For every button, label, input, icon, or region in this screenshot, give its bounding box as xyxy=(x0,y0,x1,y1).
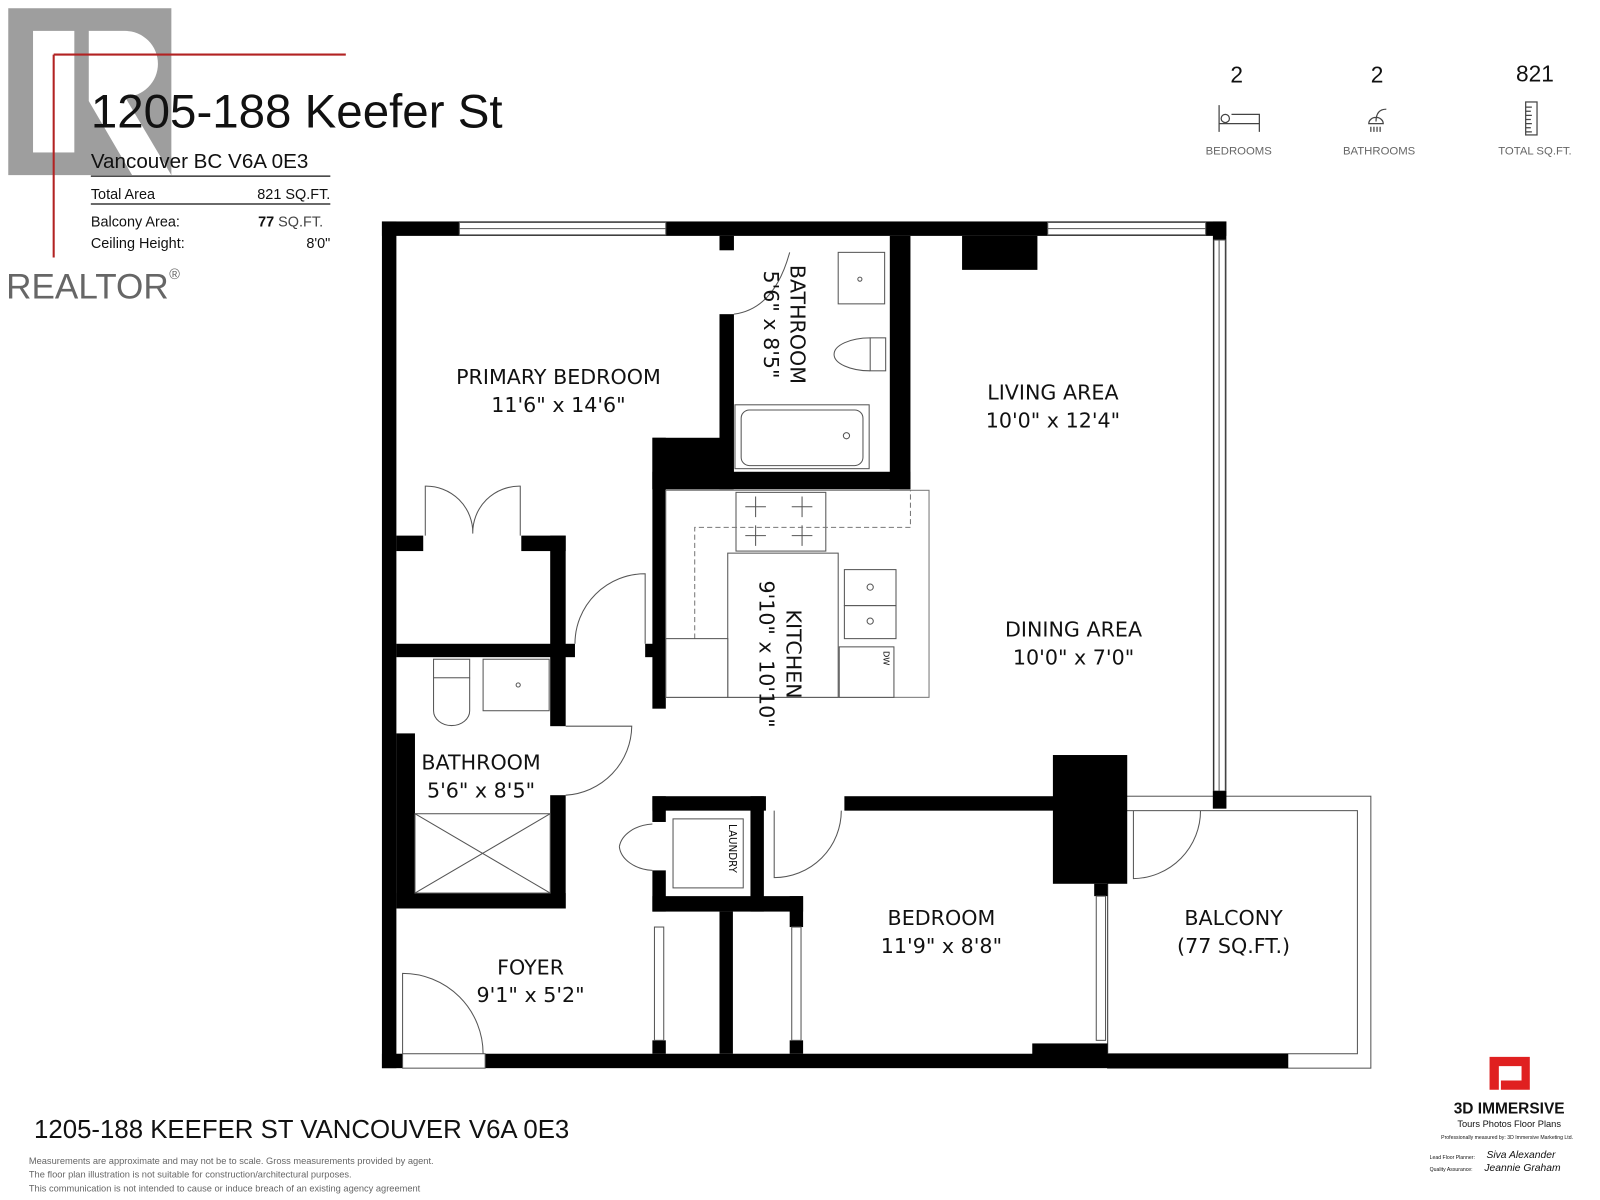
room-name-kitchen: KITCHEN xyxy=(782,609,806,698)
washer-dryer xyxy=(672,818,744,889)
balcony-area-label: Balcony Area: xyxy=(91,215,180,231)
dishwasher xyxy=(838,646,895,698)
balcony-outline xyxy=(1107,795,1372,1069)
room-name-ensuite-bathroom: BATHROOM xyxy=(786,265,810,384)
address-subtitle: Vancouver BC V6A 0E3 xyxy=(91,150,309,173)
cooktop xyxy=(735,491,827,552)
room-name-living-area: LIVING AREA xyxy=(987,381,1118,405)
closet-doors xyxy=(424,485,521,536)
bedrooms-label: BEDROOMS xyxy=(1206,146,1273,158)
toilet xyxy=(433,677,471,727)
room-name-bedroom: BEDROOM xyxy=(888,906,996,930)
stat-bedrooms: 2 BEDROOMS xyxy=(1206,61,1273,157)
company-tagline: Tours Photos Floor Plans xyxy=(1457,1119,1561,1129)
room-size-living-area: 10'0" x 12'4" xyxy=(986,408,1120,432)
bathtub xyxy=(734,404,870,470)
room-size-ensuite-bathroom: 5'6" x 8'5" xyxy=(759,270,783,378)
kitchen-island xyxy=(727,552,839,698)
laundry-doors xyxy=(618,823,653,871)
qa-signature: Jeannie Graham xyxy=(1483,1163,1561,1174)
room-size-foyer: 9'1" x 5'2" xyxy=(476,983,584,1007)
disclaimer-line: This communication is not intended to ca… xyxy=(29,1184,421,1194)
company-measured-by: Professionally measured by: 3D Immersive… xyxy=(1441,1135,1573,1141)
dishwasher-label: DW xyxy=(882,651,892,665)
closet-sliding-door xyxy=(653,926,665,1041)
footer-address: 1205-188 KEEFER ST VANCOUVER V6A 0E3 xyxy=(34,1116,569,1144)
balcony-area-value: 77 SQ.FT. xyxy=(258,215,323,231)
bed-icon xyxy=(1218,105,1260,132)
primary-bedroom-door xyxy=(574,573,646,644)
stat-total-sqft: 821 TOTAL SQ.FT. xyxy=(1498,60,1572,157)
total-area-value: 821 SQ.FT. xyxy=(257,187,330,203)
entry-door xyxy=(402,972,484,1054)
room-name-bathroom: BATHROOM xyxy=(421,750,540,774)
company-logo: 3D IMMERSIVE Tours Photos Floor Plans Pr… xyxy=(1430,1056,1573,1174)
room-size-balcony: (77 SQ.FT.) xyxy=(1177,934,1290,958)
room-name-balcony: BALCONY xyxy=(1184,906,1283,930)
lead-floor-planner-label: Lead Floor Planner: xyxy=(1430,1155,1475,1161)
shower-icon xyxy=(1368,108,1387,132)
total-sqft-count: 821 xyxy=(1516,60,1554,86)
room-size-bathroom: 5'6" x 8'5" xyxy=(427,778,535,802)
room-name-dining-area: DINING AREA xyxy=(1005,618,1142,642)
ruler-icon xyxy=(1525,101,1538,136)
bathroom-door xyxy=(565,725,633,796)
realtor-registered-mark: ® xyxy=(169,267,180,283)
toilet xyxy=(833,337,871,372)
room-size-primary-bedroom: 11'6" x 14'6" xyxy=(491,393,625,417)
balcony-window xyxy=(1095,895,1107,1041)
realtor-logo: REALTOR ® xyxy=(6,8,346,307)
realtor-logo-text: REALTOR xyxy=(6,268,168,307)
room-size-dining-area: 10'0" x 7'0" xyxy=(1013,645,1134,669)
disclaimer-line: The floor plan illustration is not suita… xyxy=(29,1169,352,1179)
bedroom-door xyxy=(773,810,842,879)
bathrooms-count: 2 xyxy=(1371,61,1384,87)
ceiling-height-label: Ceiling Height: xyxy=(91,236,185,252)
closet-sliding-door xyxy=(791,926,802,1041)
company-name: 3D IMMERSIVE xyxy=(1454,1100,1565,1117)
company-logo-mark xyxy=(1489,1056,1530,1090)
bathrooms-label: BATHROOMS xyxy=(1343,146,1416,158)
stat-bathrooms: 2 BATHROOMS xyxy=(1343,61,1416,157)
ceiling-height-value: 8'0" xyxy=(306,236,330,252)
bedrooms-count: 2 xyxy=(1230,61,1243,87)
disclaimer-line: Measurements are approximate and may not… xyxy=(29,1156,434,1166)
balcony-door xyxy=(1132,810,1202,880)
total-area-label: Total Area xyxy=(91,187,156,203)
floor-plan: DW LAUNDRY xyxy=(381,221,1372,1069)
room-size-kitchen: 9'10" x 10'10" xyxy=(755,580,779,727)
quality-assurance-label: Quality Assurance: xyxy=(1430,1167,1473,1173)
room-size-bedroom: 11'9" x 8'8" xyxy=(881,934,1002,958)
page-title: 1205-188 Keefer St xyxy=(91,86,503,139)
lead-signature: Siva Alexander xyxy=(1486,1150,1556,1161)
room-name-foyer: FOYER xyxy=(497,955,564,979)
laundry-label: LAUNDRY xyxy=(726,824,738,874)
total-sqft-label: TOTAL SQ.FT. xyxy=(1498,146,1572,158)
room-name-primary-bedroom: PRIMARY BEDROOM xyxy=(456,365,661,389)
sink xyxy=(843,569,897,607)
